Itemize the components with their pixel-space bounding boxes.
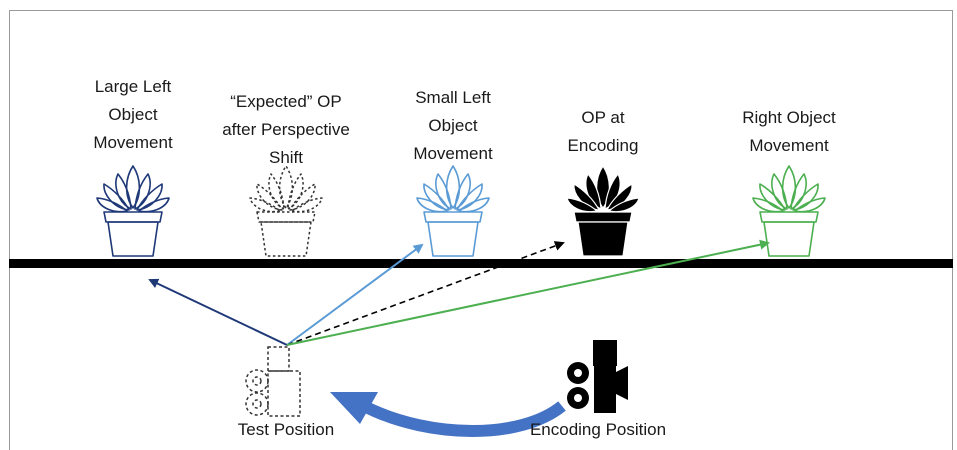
label-expected-op: “Expected” OP after Perspective Shift — [222, 92, 350, 167]
label-right: Right Object Movement — [742, 108, 836, 155]
label-encoding-position: Encoding Position — [529, 420, 667, 439]
camera-move-arrow — [365, 401, 566, 437]
camera-move-arrowhead — [330, 392, 378, 424]
op-dashed-arrow — [286, 241, 565, 346]
plant-pot-icon — [752, 165, 826, 257]
camera-icon — [245, 346, 301, 417]
label-test-position: Test Position — [237, 420, 335, 439]
camera-icon — [567, 340, 628, 413]
label-small-left: Small Left Object Movement — [413, 88, 493, 163]
label-op-encoding: OP at Encoding — [567, 108, 639, 155]
plant-pot-icon — [96, 165, 170, 257]
plant-pot-icon — [566, 165, 640, 257]
ground-line — [9, 259, 953, 268]
scene — [9, 165, 953, 437]
large-left-arrow — [148, 278, 288, 346]
right-arrow — [286, 239, 770, 346]
diagram-frame — [9, 10, 953, 450]
small-left-arrow — [286, 243, 424, 346]
plant-pot-icon — [249, 165, 323, 257]
label-large-left: Large Left Object Movement — [93, 77, 173, 152]
plant-pot-icon — [416, 165, 490, 257]
